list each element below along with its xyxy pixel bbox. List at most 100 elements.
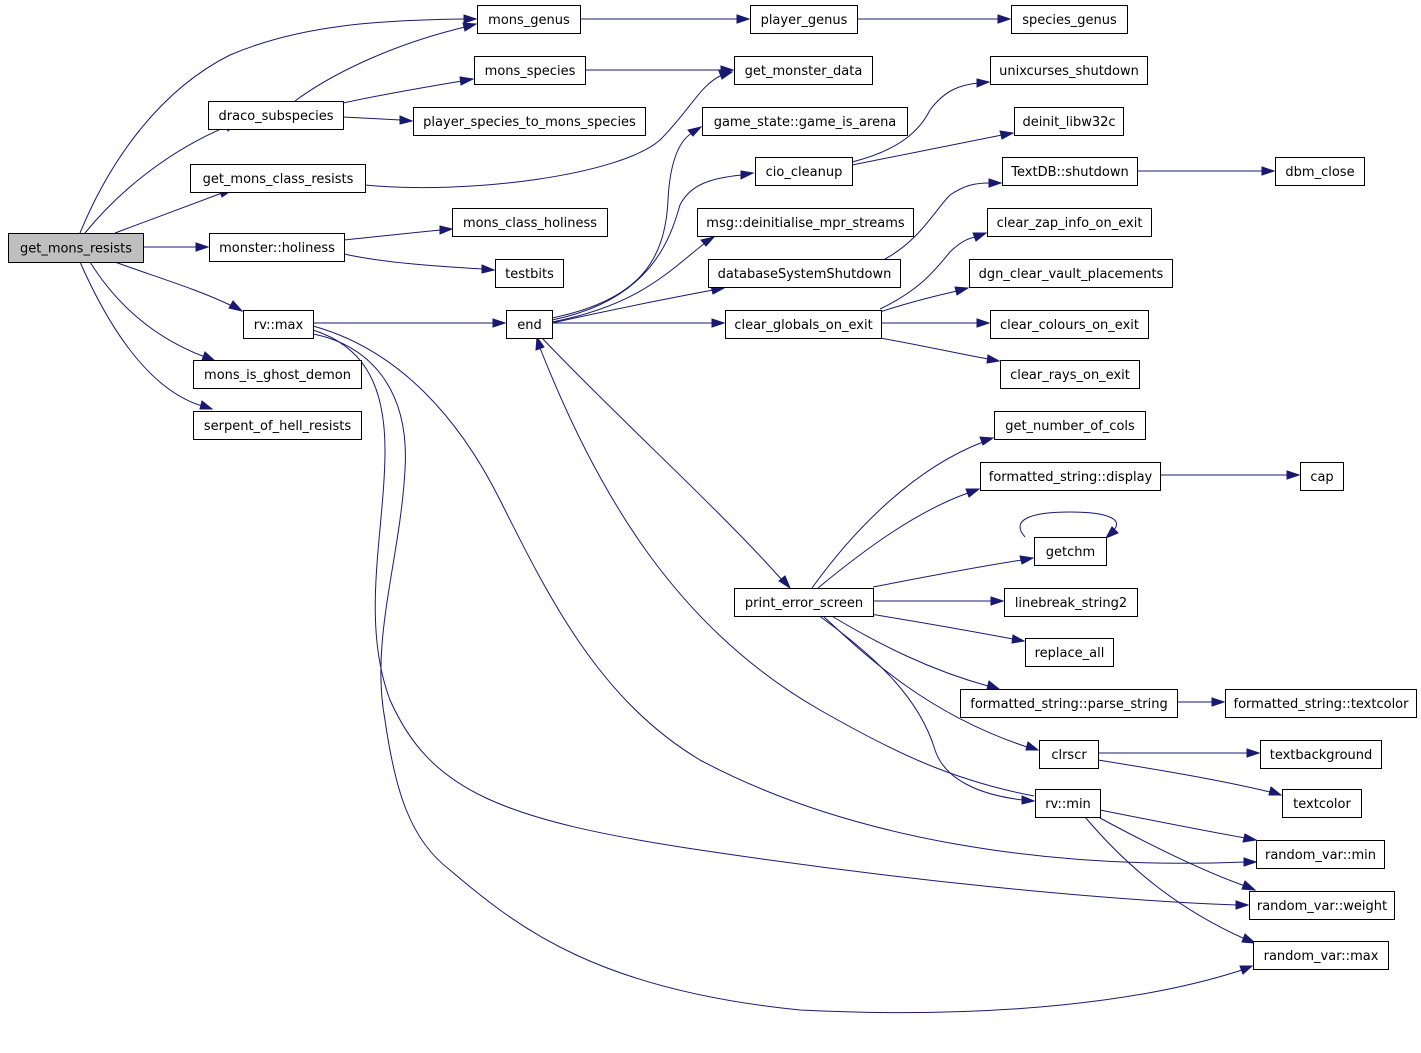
edge-cio-cleanup-to-deinit-libw32c [851, 134, 1003, 166]
edge-database-shutdown-to-textdb-shutdown [884, 182, 991, 260]
node-fs-parse-string[interactable]: formatted_string::parse_string [960, 689, 1178, 718]
node-label: get_monster_data [745, 64, 863, 79]
edge-arrowhead [439, 225, 454, 235]
edge-getchm-self-loop [1019, 511, 1118, 538]
edge-arrowhead [1021, 795, 1036, 805]
node-label: deinit_libw32c [1022, 115, 1115, 130]
node-box [755, 157, 853, 186]
edge-clrscr-to-textcolor [1097, 759, 1271, 793]
node-replace-all[interactable]: replace_all [1025, 638, 1114, 667]
node-mons-class-holiness[interactable]: mons_class_holiness [452, 208, 608, 237]
node-label: formatted_string::textcolor [1234, 697, 1410, 712]
node-box [1039, 740, 1099, 769]
node-player-genus[interactable]: player_genus [750, 5, 858, 34]
edge-arrowhead [997, 14, 1012, 24]
node-unixcurses-shutdown[interactable]: unixcurses_shutdown [990, 56, 1148, 85]
node-box [1253, 941, 1389, 970]
edge-arrowhead [720, 65, 735, 75]
edge-print-error-to-getchm [872, 559, 1023, 588]
edge-arrowhead [976, 318, 991, 328]
node-label: textcolor [1293, 797, 1351, 812]
node-monster-holiness[interactable]: monster::holiness [209, 233, 345, 262]
node-mons-genus[interactable]: mons_genus [477, 5, 581, 34]
node-fs-textcolor[interactable]: formatted_string::textcolor [1225, 689, 1417, 718]
edge-clear-globals-to-clear-zap-info [879, 236, 977, 310]
node-label: replace_all [1035, 646, 1105, 661]
edge-arrowhead [195, 242, 210, 252]
node-rv-max[interactable]: rv::max [243, 310, 314, 339]
node-player-species-to-mons-species[interactable]: player_species_to_mons_species [413, 107, 646, 136]
node-deinitialise-mpr-streams[interactable]: msg::deinitialise_mpr_streams [697, 208, 914, 237]
node-random-var-max[interactable]: random_var::max [1253, 941, 1389, 970]
node-label: databaseSystemShutdown [718, 267, 892, 282]
edge-arrowhead [459, 76, 475, 86]
node-box [193, 411, 362, 440]
node-databaseSystemShutdown[interactable]: databaseSystemShutdown [708, 259, 901, 288]
node-clrscr[interactable]: clrscr [1039, 740, 1099, 769]
node-box [990, 310, 1149, 339]
node-box [413, 107, 646, 136]
node-mons-is-ghost-demon[interactable]: mons_is_ghost_demon [193, 360, 362, 389]
edge-rv-max-to-random-var-min [312, 325, 1246, 864]
node-random-var-min[interactable]: random_var::min [1256, 840, 1385, 869]
node-label: formatted_string::display [989, 470, 1153, 485]
node-label: get_number_of_cols [1005, 419, 1135, 434]
node-linebreak-string2[interactable]: linebreak_string2 [1004, 588, 1138, 617]
edge-arrowhead [965, 488, 981, 498]
edge-print-error-to-fs-display [817, 492, 969, 589]
node-draco-subspecies[interactable]: draco_subspecies [208, 101, 344, 130]
node-textdb-shutdown[interactable]: TextDB::shutdown [1002, 157, 1138, 186]
node-box [1275, 157, 1365, 186]
node-cio-cleanup[interactable]: cio_cleanup [755, 157, 853, 186]
node-rv-min[interactable]: rv::min [1035, 789, 1101, 818]
node-getchm[interactable]: getchm [1034, 537, 1107, 566]
node-textbackground[interactable]: textbackground [1260, 740, 1382, 769]
edge-arrowhead [1286, 470, 1301, 480]
edge-arrowhead [986, 354, 1001, 364]
edge-draco-subspecies-to-player-species [342, 116, 402, 121]
edge-get-mons-resists-to-rv-max [114, 261, 233, 307]
edge-arrowhead [1243, 857, 1258, 867]
node-box [969, 259, 1173, 288]
node-clear-globals-on-exit[interactable]: clear_globals_on_exit [725, 310, 882, 339]
node-dbm-close[interactable]: dbm_close [1275, 157, 1365, 186]
edge-rv-min-to-random-var-min [1099, 809, 1246, 839]
edge-arrowhead [990, 596, 1005, 606]
edge-get-mons-resists-to-mons-is-ghost-demon [89, 261, 206, 358]
node-box [208, 101, 344, 130]
node-box [1300, 462, 1344, 491]
node-fs-display[interactable]: formatted_string::display [980, 462, 1161, 491]
node-textcolor[interactable]: textcolor [1282, 789, 1362, 818]
node-clear-colours-on-exit[interactable]: clear_colours_on_exit [990, 310, 1149, 339]
node-box [734, 56, 873, 85]
node-deinit-libw32c[interactable]: deinit_libw32c [1014, 107, 1124, 136]
node-box [1011, 5, 1128, 34]
node-random-var-weight[interactable]: random_var::weight [1249, 891, 1395, 920]
edge-arrowhead [1241, 880, 1257, 891]
edge-end-to-game-is-arena [551, 132, 693, 319]
node-get-number-of-cols[interactable]: get_number_of_cols [994, 411, 1146, 440]
node-mons-species[interactable]: mons_species [474, 56, 586, 85]
node-clear-zap-info-on-exit[interactable]: clear_zap_info_on_exit [987, 208, 1152, 237]
node-cap[interactable]: cap [1300, 462, 1344, 491]
node-box [1000, 360, 1140, 389]
node-label: linebreak_string2 [1015, 596, 1127, 611]
node-get-monster-data[interactable]: get_monster_data [734, 56, 873, 85]
node-get-mons-class-resists[interactable]: get_mons_class_resists [190, 164, 366, 193]
edge-end-to-print-error-screen [540, 336, 783, 581]
node-game-is-arena[interactable]: game_state::game_is_arena [702, 107, 908, 136]
node-end[interactable]: end [506, 310, 553, 339]
node-species-genus[interactable]: species_genus [1011, 5, 1128, 34]
edge-arrowhead [986, 680, 1001, 690]
node-print-error-screen[interactable]: print_error_screen [734, 588, 874, 617]
node-testbits[interactable]: testbits [495, 259, 564, 288]
node-label: dgn_clear_vault_placements [979, 267, 1164, 282]
node-label: msg::deinitialise_mpr_streams [706, 216, 905, 231]
node-label: textbackground [1270, 748, 1373, 763]
node-get-mons-resists[interactable]: get_mons_resists [8, 233, 144, 263]
node-serpent-of-hell-resists[interactable]: serpent_of_hell_resists [193, 411, 362, 440]
node-label: clear_colours_on_exit [1000, 318, 1139, 333]
edge-end-to-cio-cleanup [551, 174, 743, 321]
node-clear-rays-on-exit[interactable]: clear_rays_on_exit [1000, 360, 1140, 389]
node-dgn-clear-vault-placements[interactable]: dgn_clear_vault_placements [969, 259, 1173, 288]
